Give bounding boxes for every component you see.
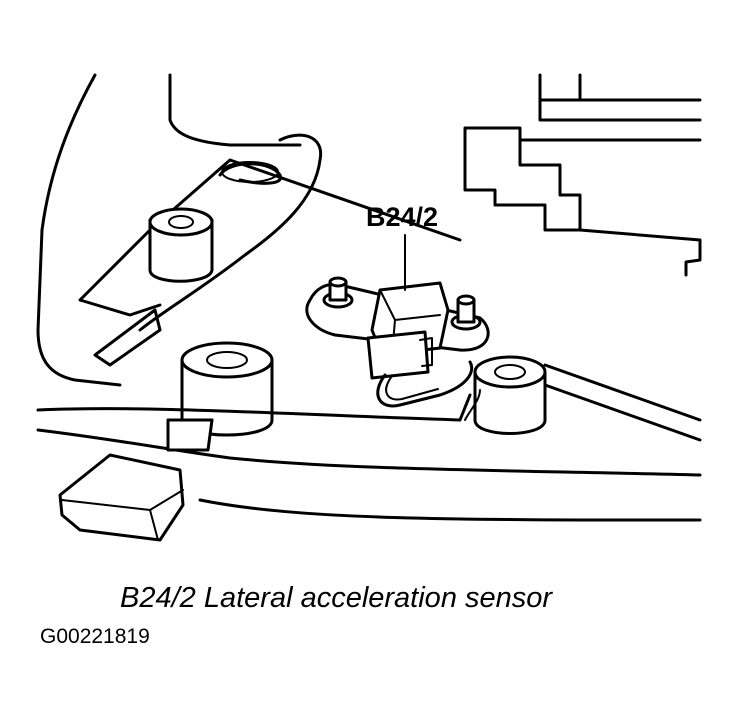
right-post [473, 370, 547, 435]
panel-edge-upper [36, 393, 472, 422]
right-step-block [463, 126, 702, 232]
foot-block [58, 453, 185, 542]
figure-id: G00221819 [40, 625, 150, 648]
connector-latch [419, 337, 433, 367]
right-post-top [473, 355, 547, 389]
bolt-right-top [456, 294, 476, 306]
harness-wire-inner [385, 375, 439, 401]
left-post [148, 218, 214, 283]
housing-top-dome [168, 73, 302, 147]
front-left-post-hole [206, 351, 248, 369]
right-upper-block [538, 73, 702, 122]
rail-right [543, 363, 702, 442]
panel-edge-lower [198, 498, 702, 522]
wire-loop [138, 133, 323, 332]
front-tab [166, 418, 214, 452]
callout-label: B24/2 [366, 202, 439, 232]
housing-outline [36, 73, 122, 387]
panel-edge-mid [36, 428, 702, 477]
right-post-hole [494, 364, 526, 380]
foot-block-edge [61, 489, 184, 541]
right-edge-line [578, 228, 702, 277]
figure-caption: B24/2 Lateral acceleration sensor [120, 582, 553, 614]
front-left-post-top [180, 341, 274, 379]
harness-wire [376, 360, 474, 408]
base-plate-edge [78, 158, 462, 317]
sensor-connector [366, 330, 430, 380]
wire-grommet [221, 161, 279, 183]
left-post-top [148, 207, 214, 237]
plate-diagonal [464, 389, 481, 421]
left-post-hole [168, 215, 194, 229]
bolt-left-top [328, 276, 348, 288]
plate-left-step [93, 308, 162, 367]
